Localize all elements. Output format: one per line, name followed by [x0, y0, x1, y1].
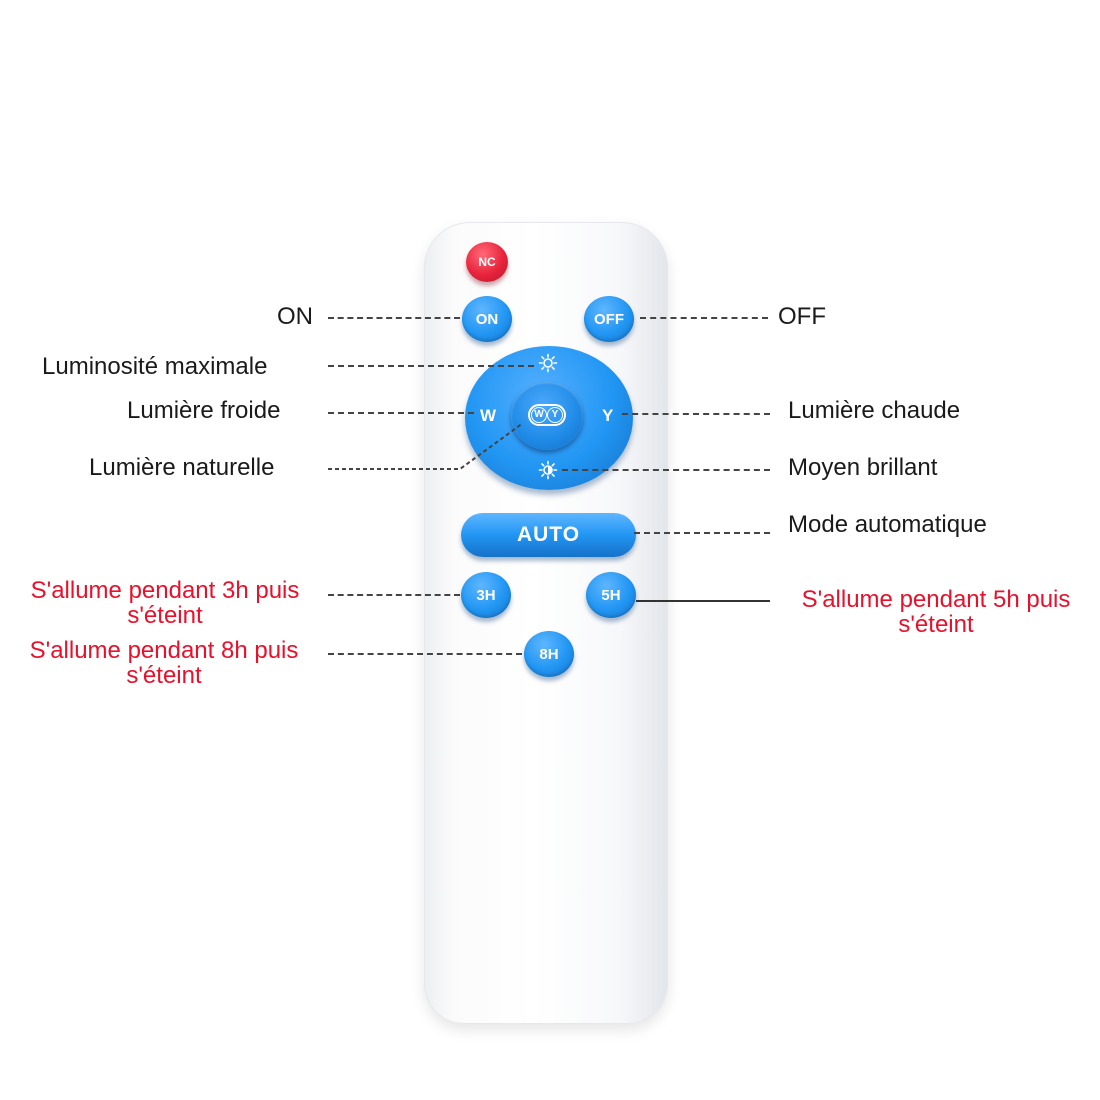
cold-light-button[interactable]: W: [480, 406, 497, 425]
off-button[interactable]: OFF: [584, 296, 634, 342]
label-timer-3h: S'allume pendant 3h puis s'éteint: [2, 578, 328, 628]
leader-natural-light: [328, 422, 524, 470]
wy-icon-w: W: [531, 407, 547, 423]
label-timer-3h-line2: s'éteint: [127, 602, 203, 629]
leader-warm-light: [622, 413, 770, 415]
timer-5h-button[interactable]: 5H: [586, 572, 636, 618]
wy-icon: W Y: [528, 404, 566, 426]
auto-button[interactable]: AUTO: [461, 513, 636, 557]
leader-auto-mode: [634, 532, 770, 534]
half-sun-icon[interactable]: [538, 460, 558, 480]
leader-max-brightness: [328, 365, 534, 367]
label-timer-5h-line2: s'éteint: [898, 611, 974, 638]
label-natural-light: Lumière naturelle: [89, 454, 275, 481]
on-button[interactable]: ON: [462, 296, 512, 342]
label-timer-3h-line1: S'allume pendant 3h puis: [30, 577, 300, 604]
label-timer-8h: S'allume pendant 8h puis s'éteint: [0, 638, 328, 688]
nc-button[interactable]: NC: [466, 242, 508, 282]
label-timer-5h-line1: S'allume pendant 5h puis: [801, 586, 1071, 613]
label-auto-mode: Mode automatique: [788, 511, 987, 538]
label-warm-light: Lumière chaude: [788, 397, 961, 424]
label-off: OFF: [778, 303, 826, 330]
timer-8h-button[interactable]: 8H: [524, 631, 574, 677]
label-on: ON: [277, 303, 313, 330]
remote-control-body: [424, 222, 668, 1024]
leader-5h: [636, 600, 770, 602]
label-max-brightness: Luminosité maximale: [42, 353, 268, 380]
leader-medium-bright: [562, 469, 770, 471]
label-cold-light: Lumière froide: [127, 397, 281, 424]
label-timer-8h-line2: s'éteint: [126, 662, 202, 689]
leader-8h: [328, 653, 522, 655]
warm-light-button[interactable]: Y: [602, 406, 614, 425]
leader-on: [328, 317, 460, 319]
leader-off: [640, 317, 768, 319]
label-timer-5h: S'allume pendant 5h puis s'éteint: [772, 587, 1100, 637]
label-medium-bright: Moyen brillant: [788, 454, 938, 481]
wy-icon-y: Y: [547, 407, 563, 423]
leader-3h: [328, 594, 460, 596]
leader-cold-light: [328, 412, 474, 414]
label-timer-8h-line1: S'allume pendant 8h puis: [29, 637, 299, 664]
timer-3h-button[interactable]: 3H: [461, 572, 511, 618]
sun-icon[interactable]: [538, 353, 558, 373]
